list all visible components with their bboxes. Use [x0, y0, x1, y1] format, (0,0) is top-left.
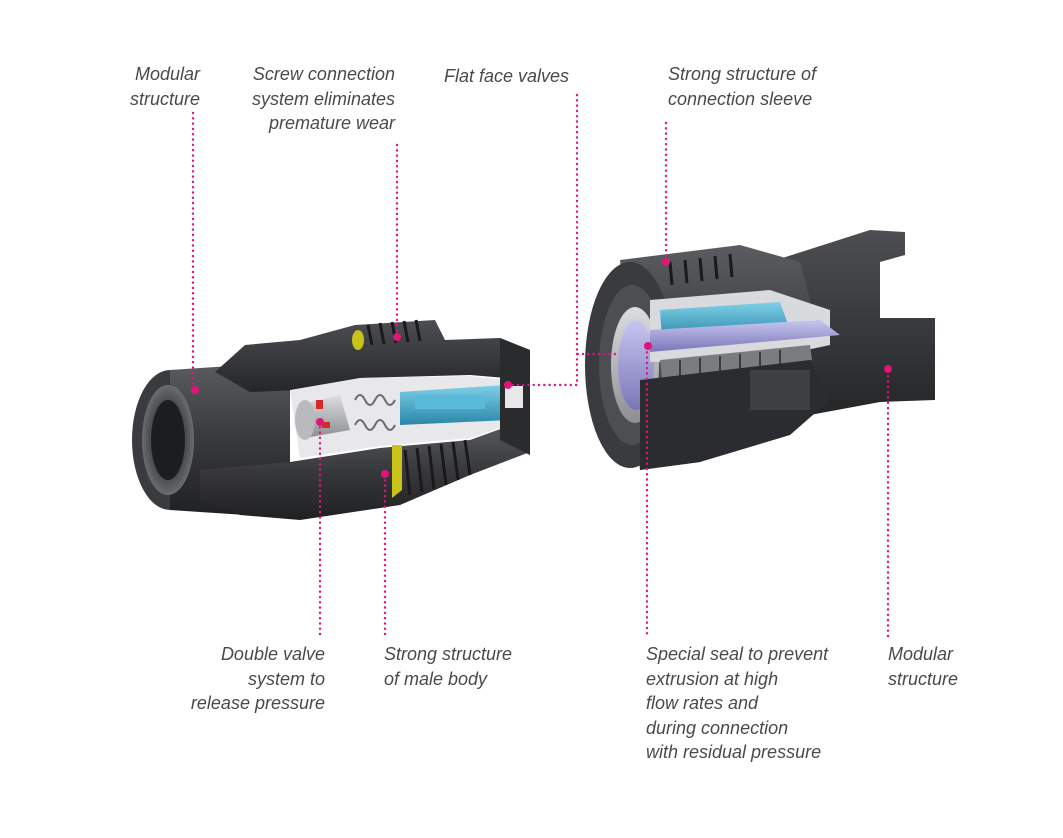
leader-flat-face-lower: [508, 352, 579, 387]
dot-modular-left: [191, 386, 199, 394]
seal-ribs: [679, 350, 781, 376]
dot-special-seal: [644, 342, 652, 350]
callout-flat-face-valves: Flat face valves: [444, 66, 570, 86]
callout-male-body: Strong structure of male body: [384, 644, 513, 689]
dot-flat-face: [504, 381, 512, 389]
callout-connection-sleeve: Strong structure of connection sleeve: [668, 64, 817, 109]
dot-double-valve: [316, 418, 324, 426]
leader-lines: [191, 93, 892, 639]
lower-threads: [403, 439, 472, 496]
dot-sleeve: [662, 258, 670, 266]
callout-modular-structure-right: Modular structure: [888, 644, 959, 689]
spring: [354, 394, 396, 431]
sleeve-threads: [668, 253, 734, 286]
callout-modular-structure-left: Modular structure: [129, 64, 200, 109]
dot-male-body: [381, 470, 389, 478]
dot-screw: [393, 333, 401, 341]
male-coupling: [132, 319, 530, 520]
callout-special-seal: Special seal to prevent extrusion at hig…: [646, 644, 829, 762]
callout-double-valve: Double valve system to release pressure: [190, 644, 325, 713]
dot-modular-right: [884, 365, 892, 373]
upper-threads: [366, 319, 422, 346]
callout-screw-connection: Screw connection system eliminates prema…: [251, 64, 395, 133]
female-coupling: [585, 230, 935, 470]
